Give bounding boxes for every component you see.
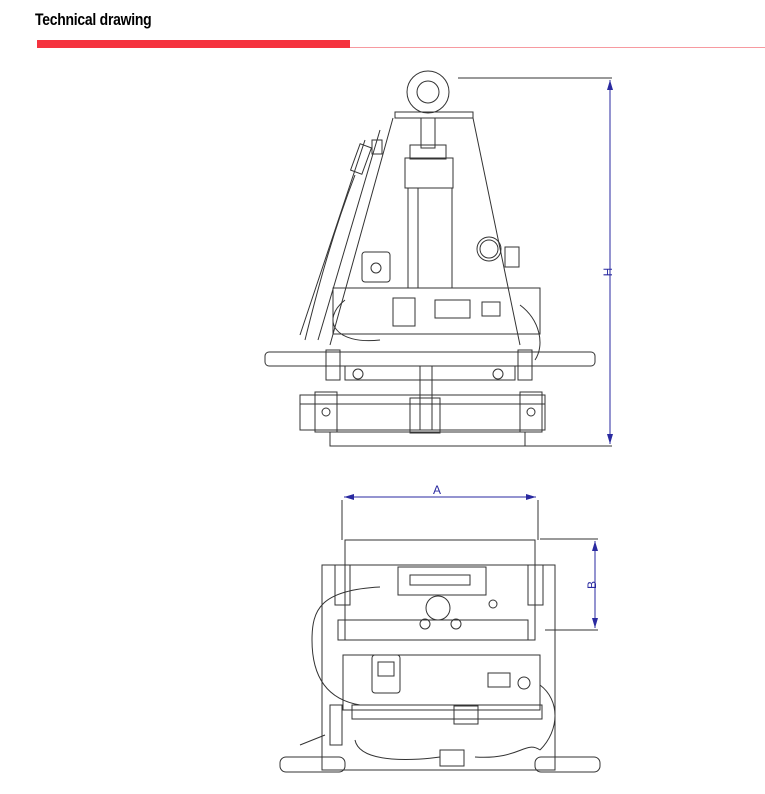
width-dimensions	[344, 494, 598, 628]
top-view-drawing	[279, 500, 601, 773]
title-underline-accent	[37, 40, 350, 48]
title-underline-rule	[350, 47, 765, 48]
page-title: Technical drawing	[35, 10, 152, 29]
dimension-label-h: H	[601, 268, 615, 277]
height-dimension	[607, 80, 613, 444]
dimension-label-b: B	[585, 581, 599, 589]
dimension-label-a: A	[433, 483, 441, 497]
side-view-drawing	[264, 70, 612, 447]
